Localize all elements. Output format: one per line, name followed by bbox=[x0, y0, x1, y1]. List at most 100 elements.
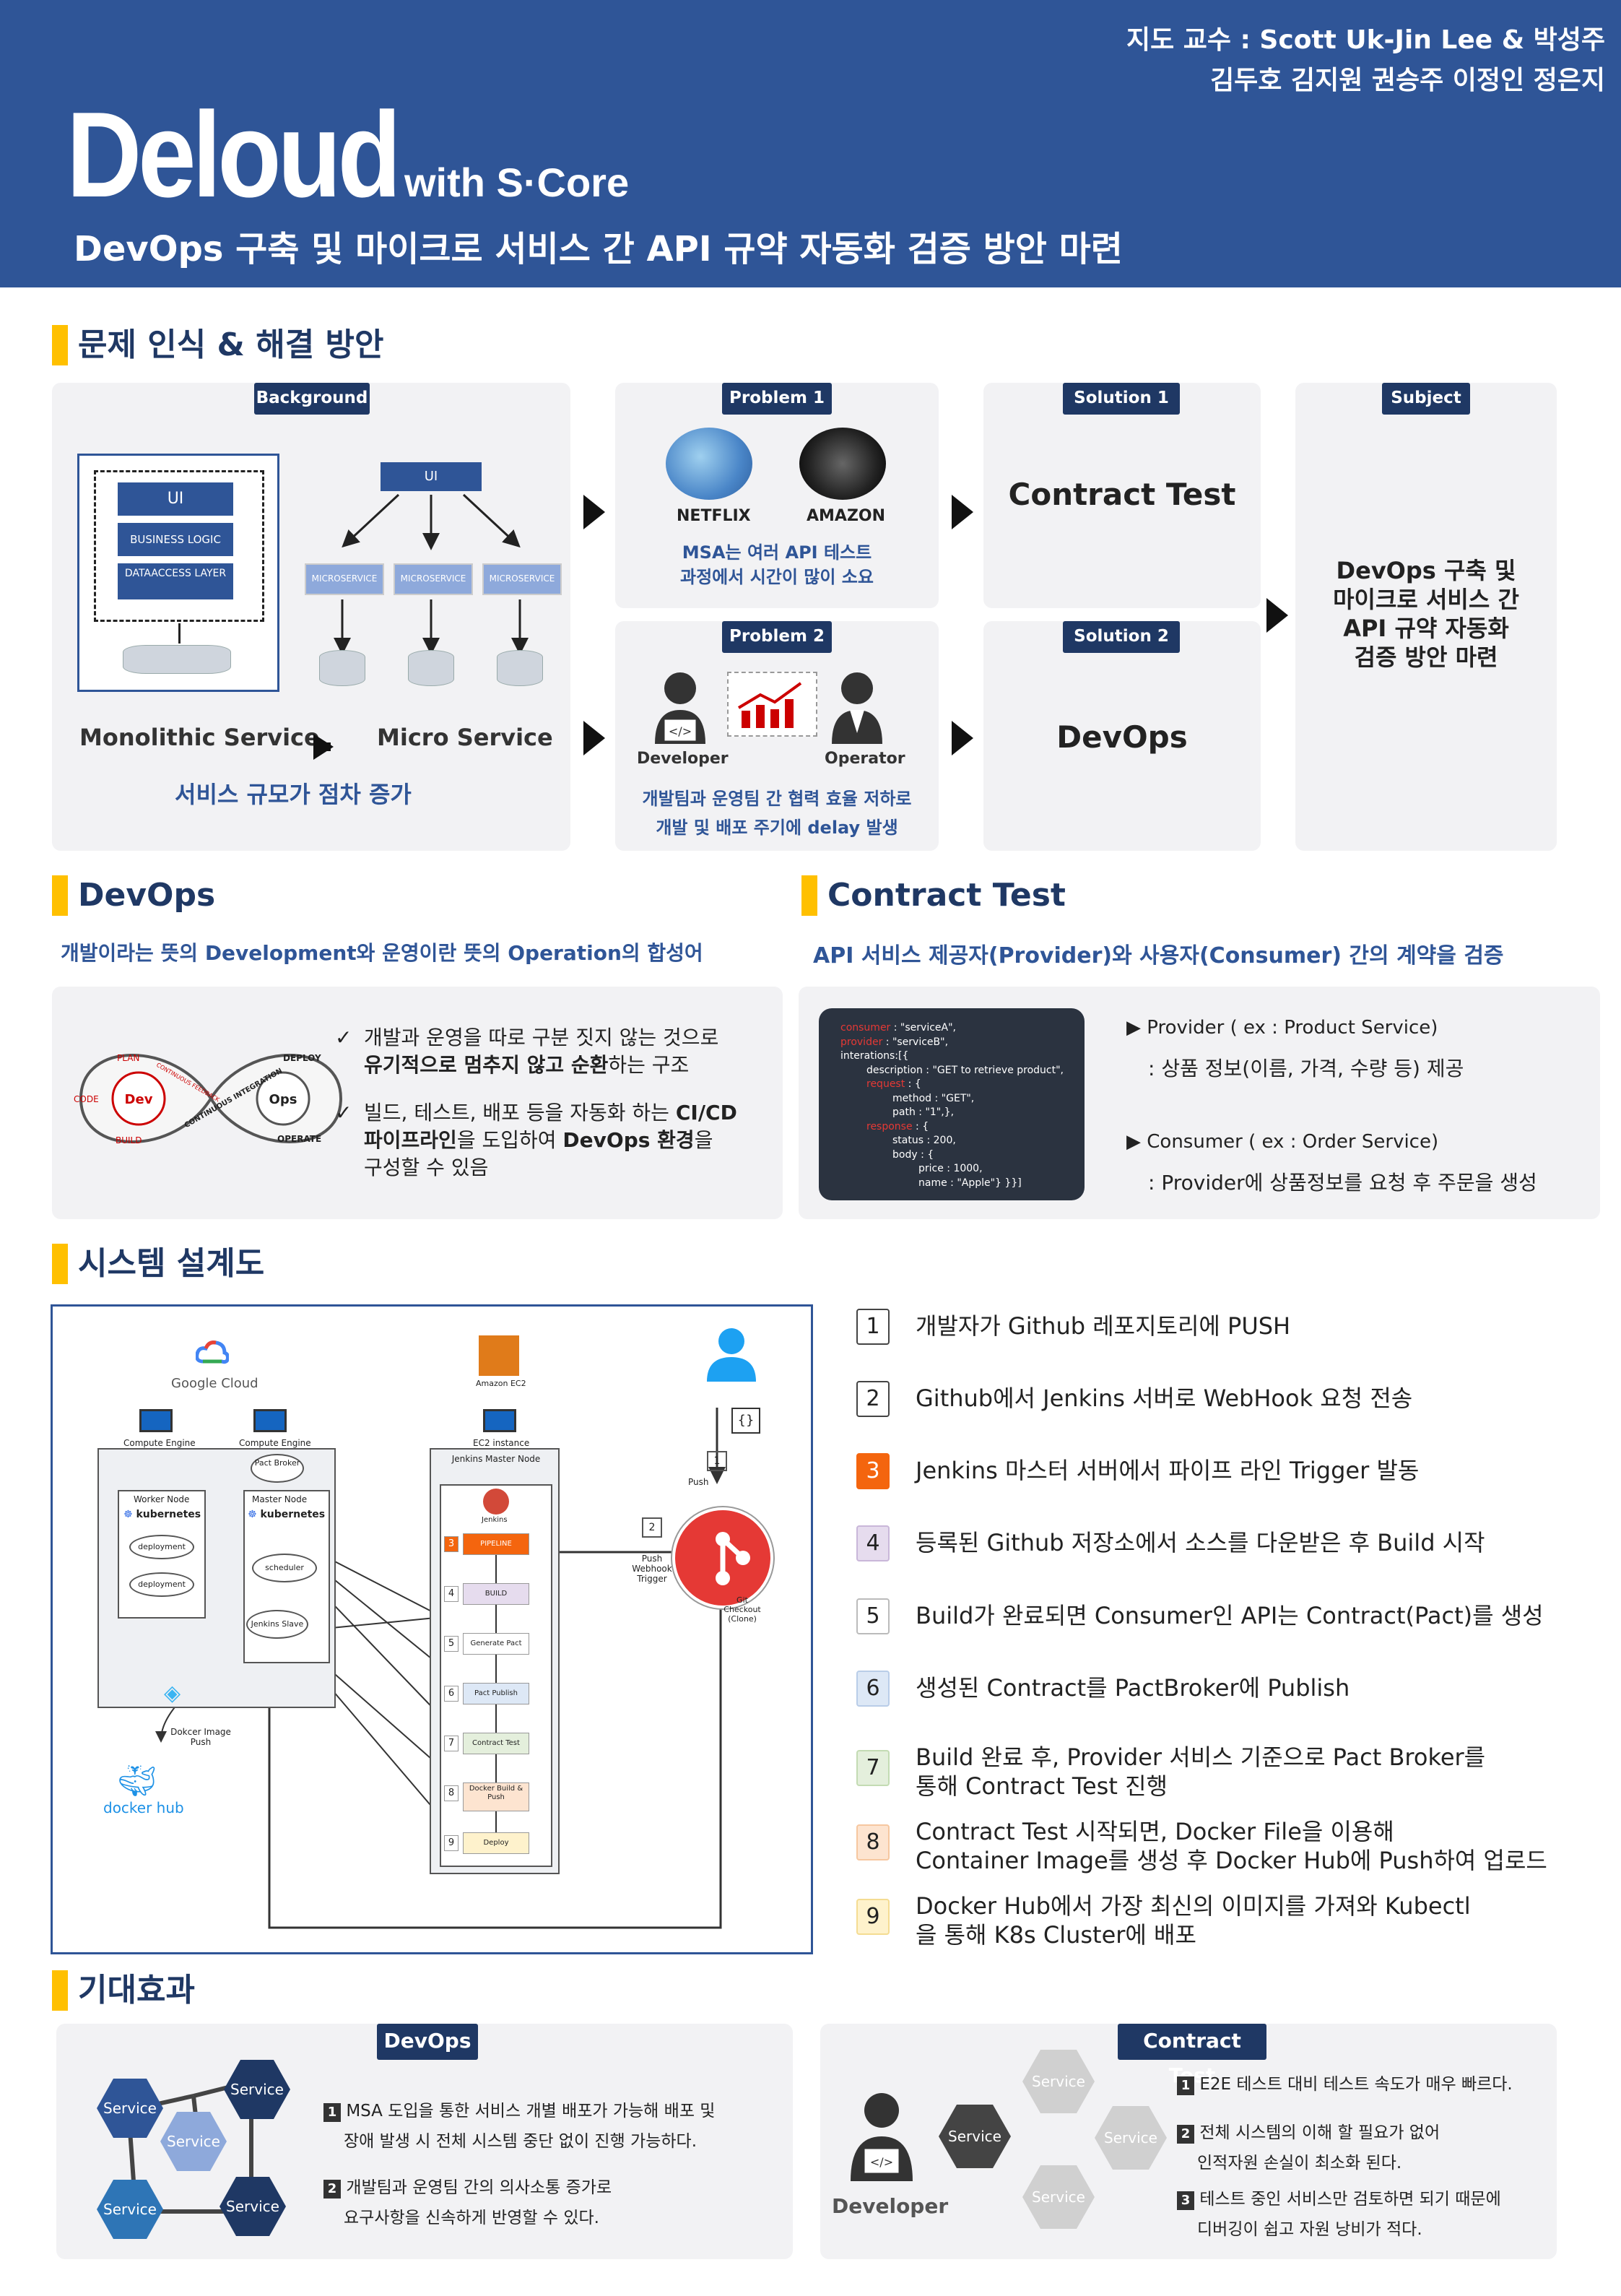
svg-text:</>: </> bbox=[669, 724, 692, 738]
pipeline-arrow bbox=[495, 1555, 497, 1583]
mono-ui: UI bbox=[118, 482, 233, 516]
step-number: 9 bbox=[856, 1899, 890, 1935]
team-info: 지도 교수 : Scott Uk-Jin Lee & 박성주 김두호 김지원 권… bbox=[1126, 20, 1605, 101]
loop-ops: Ops bbox=[269, 1092, 297, 1107]
solution2-panel: Solution 2 DevOps bbox=[983, 621, 1261, 851]
consumer-desc: : Provider에 상품정보를 요청 후 주문을 생성 bbox=[1148, 1171, 1537, 1195]
code-line: provider : "serviceB", bbox=[840, 1036, 949, 1048]
cube-icon: ◈ bbox=[164, 1681, 181, 1706]
section-title-effect: 기대효과 bbox=[52, 1970, 195, 2011]
section-title-devops: DevOps bbox=[52, 875, 215, 916]
loop-operate: OPERATE bbox=[277, 1134, 321, 1144]
problem1-panel: Problem 1 NETFLIX AMAZON MSA는 여러 API 테스트… bbox=[615, 383, 939, 608]
webhook-label: Push Webhook Trigger bbox=[632, 1554, 672, 1584]
git-icon bbox=[672, 1507, 773, 1608]
background-badge: Background bbox=[254, 383, 370, 415]
pipeline-stage: Generate Pact bbox=[463, 1633, 529, 1655]
micro-label: Micro Service bbox=[377, 724, 553, 751]
microservice-box-3: MICROSERVICE bbox=[482, 563, 562, 595]
service-hex-1: Service bbox=[97, 2079, 163, 2138]
contract-panel: consumer : "serviceA",provider : "servic… bbox=[799, 987, 1600, 1219]
amazon-ec2-label: Amazon EC2 bbox=[476, 1379, 526, 1388]
solution1-text: Contract Test bbox=[1008, 477, 1236, 512]
arrow-icon-2 bbox=[583, 721, 605, 755]
service-hex-gray-3: Service bbox=[1022, 2165, 1095, 2229]
step-text: 등록된 Github 저장소에서 소스를 다운받은 후 Build 시작 bbox=[916, 1529, 1485, 1556]
problem2-panel: Problem 2 </> Developer Operator 개발팀과 운영… bbox=[615, 621, 939, 851]
netflix-label: NETFLIX bbox=[677, 507, 751, 525]
compute-engine-label-2: Compute Engine bbox=[239, 1438, 311, 1448]
kubernetes-icon: ☸ bbox=[248, 1509, 261, 1520]
loop-plan: PLAN bbox=[117, 1053, 139, 1063]
gcp-cluster: Worker Node ☸ kubernetes deployment depl… bbox=[97, 1448, 336, 1708]
ec2-monitor-icon bbox=[483, 1409, 516, 1432]
kubernetes-icon: ☸ bbox=[123, 1509, 136, 1520]
deployment-1: deployment bbox=[129, 1535, 194, 1559]
effect-devops-panel: DevOps Service Service Service Service S… bbox=[56, 2024, 793, 2259]
micro-ui: UI bbox=[381, 462, 482, 491]
mono-data: DATAACCESS LAYER bbox=[118, 563, 233, 599]
code-line: price : 1000, bbox=[918, 1163, 983, 1174]
google-cloud-icon bbox=[196, 1340, 229, 1364]
push-label: Push bbox=[688, 1477, 709, 1487]
logo-text: Deloud bbox=[66, 87, 401, 222]
background-caption: 서비스 규모가 점차 증가 bbox=[175, 781, 412, 808]
deployment-2: deployment bbox=[129, 1572, 194, 1597]
service-hex-gray-1: Service bbox=[1022, 2050, 1095, 2113]
pipeline-step-number: 7 bbox=[444, 1736, 459, 1751]
operator-label: Operator bbox=[825, 750, 905, 768]
effect-devops-badge: DevOps bbox=[377, 2024, 478, 2060]
k8s-worker: ☸ kubernetes bbox=[123, 1509, 201, 1520]
section-title-contract: Contract Test bbox=[801, 875, 1066, 916]
system-diagram: Google Cloud Compute Engine Compute Engi… bbox=[51, 1304, 813, 1954]
step-text: Build가 완료되면 Consumer인 API는 Contract(Pact… bbox=[916, 1602, 1544, 1629]
service-hex-3: Service bbox=[160, 2112, 227, 2171]
step-number: 8 bbox=[856, 1824, 890, 1860]
contract-desc: API 서비스 제공자(Provider)와 사용자(Consumer) 간의 … bbox=[813, 943, 1504, 969]
pact-broker: Pact Broker bbox=[251, 1454, 304, 1483]
consumer-label: ▶ Consumer ( ex : Order Service) bbox=[1126, 1131, 1439, 1153]
user-icon bbox=[707, 1328, 756, 1382]
code-line: path : "1",}, bbox=[892, 1106, 955, 1118]
compute-engine-label-1: Compute Engine bbox=[123, 1438, 196, 1448]
arrow-shaft bbox=[313, 742, 331, 751]
pipeline-stage: Contract Test bbox=[463, 1733, 529, 1754]
worker-node: Worker Node ☸ kubernetes deployment depl… bbox=[118, 1490, 206, 1619]
docker-hub-label: docker hub bbox=[103, 1799, 184, 1816]
code-line: request : { bbox=[866, 1078, 921, 1090]
amazon-label: AMAZON bbox=[807, 507, 886, 525]
code-line: body : { bbox=[892, 1148, 934, 1161]
code-line: description : "GET to retrieve product", bbox=[866, 1064, 1064, 1076]
code-line: name : "Apple"} }}] bbox=[918, 1177, 1022, 1189]
amazon-ec2-icon bbox=[479, 1335, 519, 1376]
ms-db-icon-2 bbox=[408, 650, 454, 686]
google-cloud-label: Google Cloud bbox=[171, 1376, 258, 1391]
effect-contract-item-1: 1 E2E 테스트 대비 테스트 속도가 매우 빠르다. bbox=[1177, 2070, 1552, 2099]
loop-build: BUILD bbox=[116, 1135, 142, 1145]
docker-push-label: Dokcer Image Push bbox=[170, 1727, 231, 1747]
ms-db-icon-3 bbox=[497, 650, 543, 686]
monolith-dashed: UI BUSINESS LOGIC DATAACCESS LAYER bbox=[94, 470, 264, 622]
jenkins-master-label: Jenkins Master Node bbox=[451, 1454, 541, 1464]
provider-desc: : 상품 정보(이름, 가격, 수량 등) 제공 bbox=[1148, 1057, 1464, 1080]
devops-panel: Dev Ops PLAN CODE BUILD DEPLOY OPERATE C… bbox=[52, 987, 783, 1219]
effect-contract-badge: Contract Test bbox=[1118, 2024, 1266, 2087]
check-icon: ✓ bbox=[335, 1101, 352, 1125]
monolith-box: UI BUSINESS LOGIC DATAACCESS LAYER bbox=[77, 454, 279, 692]
with-score-text: with S·Core bbox=[404, 160, 630, 205]
pipeline-step-number: 5 bbox=[444, 1636, 459, 1652]
step-text: 개발자가 Github 레포지토리에 PUSH bbox=[916, 1312, 1291, 1340]
monolithic-label: Monolithic Service bbox=[79, 724, 320, 751]
